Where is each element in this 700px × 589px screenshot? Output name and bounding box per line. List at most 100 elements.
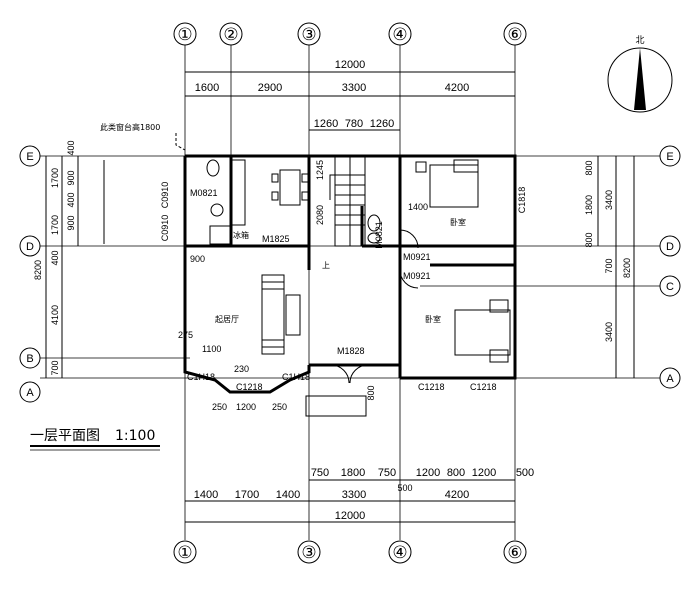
drawing-scale: 1:100 xyxy=(115,428,155,444)
label-c1218c: C1218 xyxy=(470,382,497,392)
dim-bottom-1800: 1800 xyxy=(341,467,365,479)
dim-bottom-500-small: 500 xyxy=(397,483,412,493)
dim-left-4100: 4100 xyxy=(50,305,60,325)
window-sill-note: 此类窗台高1800 xyxy=(100,122,186,151)
right-axis-bubbles: E D C A xyxy=(659,145,681,389)
label-1200: 1200 xyxy=(236,402,256,412)
north-arrow: 北 xyxy=(607,35,673,113)
dim-top-total: 12000 xyxy=(335,59,366,71)
label-250a: 250 xyxy=(212,402,227,412)
bed-upper xyxy=(415,159,479,208)
doors xyxy=(305,229,419,417)
axis-label-left-B: B xyxy=(26,353,33,365)
dim-bottom-500: 500 xyxy=(516,467,534,479)
axis-label-right-D: D xyxy=(666,241,674,253)
label-c1h18a: C1H18 xyxy=(187,372,215,382)
right-dimensions: 800 1800 800 3400 700 3400 8200 xyxy=(584,156,635,378)
stair-up-label: 上 xyxy=(322,261,330,270)
bottom-dimensions: 750 1800 750 1200 800 1200 500 1400 1700… xyxy=(185,467,534,523)
label-m0821: M0821 xyxy=(190,188,218,198)
label-800: 800 xyxy=(366,385,376,400)
dim-left-8200: 8200 xyxy=(33,260,43,280)
axis-label-left-E: E xyxy=(26,151,33,163)
axis-label-top-3: ③ xyxy=(301,25,316,44)
axis-label-left-A: A xyxy=(26,387,34,399)
label-1400: 1400 xyxy=(408,202,428,212)
dim-right-8200: 8200 xyxy=(622,258,632,278)
dim-top-4200: 4200 xyxy=(445,82,469,94)
dim-top-1260b: 1260 xyxy=(370,118,394,130)
kitchen-fixtures: 冰箱 xyxy=(209,159,249,245)
axis-label-bottom-3: ③ xyxy=(301,543,316,562)
label-c1218a: C1218 xyxy=(236,382,263,392)
label-m0921a: M0921 xyxy=(403,252,431,262)
dim-left-1700b: 1700 xyxy=(50,215,60,235)
label-1100: 1100 xyxy=(202,344,221,354)
label-250b: 250 xyxy=(272,402,287,412)
drawing-title-block: 一层平面图 1:100 xyxy=(30,428,160,451)
axis-label-left-D: D xyxy=(26,241,34,253)
drawing-title: 一层平面图 xyxy=(30,428,100,444)
axis-label-top-1: ① xyxy=(177,25,192,44)
dim-right-800b: 800 xyxy=(584,232,594,247)
dim-top-2900: 2900 xyxy=(258,82,282,94)
dim-left-1700a: 1700 xyxy=(50,168,60,188)
label-c0910-a: C0910 xyxy=(160,182,170,209)
label-275: 275 xyxy=(178,330,193,340)
dim-bottom-1200b: 1200 xyxy=(472,467,496,479)
axis-label-top-6: ⑥ xyxy=(507,25,522,44)
dim-bottom-1400b: 1400 xyxy=(276,489,300,501)
dim-left-inner-900b: 900 xyxy=(66,215,76,230)
dim-right-1800: 1800 xyxy=(584,195,594,215)
fridge-label: 冰箱 xyxy=(233,230,249,240)
dim-left-400: 400 xyxy=(50,250,60,265)
label-230: 230 xyxy=(234,364,249,374)
bottom-axis-bubbles: ① ③ ④ ⑥ xyxy=(173,540,527,564)
label-m1828: M1828 xyxy=(337,346,365,356)
dim-right-700: 700 xyxy=(604,258,614,273)
dim-top-3300: 3300 xyxy=(342,82,366,94)
room-living: 起居厅 xyxy=(215,315,239,324)
dim-left-inner-400a: 400 xyxy=(66,140,76,155)
axis-label-right-E: E xyxy=(666,151,673,163)
north-label: 北 xyxy=(635,35,644,45)
label-c1818: C1818 xyxy=(517,187,527,214)
interior-walls xyxy=(185,156,515,378)
axis-label-bottom-6: ⑥ xyxy=(507,543,522,562)
dim-bottom-750a: 750 xyxy=(311,467,329,479)
axis-label-bottom-4: ④ xyxy=(392,543,407,562)
dim-right-3400a: 3400 xyxy=(604,190,614,210)
label-c0910-b: C0910 xyxy=(160,215,170,242)
dim-bottom-1400a: 1400 xyxy=(194,489,218,501)
top-dimensions: 12000 1600 2900 3300 4200 1260 780 1260 xyxy=(185,59,515,131)
dining-table xyxy=(271,169,309,206)
label-c1218b: C1218 xyxy=(418,382,445,392)
window-note-text: 此类窗台高1800 xyxy=(100,122,160,132)
axis-label-top-4: ④ xyxy=(392,25,407,44)
bed-lower xyxy=(454,299,511,363)
component-labels: C0910 C0910 M0821 M1825 M0821 M0921 M092… xyxy=(160,160,527,412)
axis-label-bottom-1: ① xyxy=(177,543,192,562)
axis-label-right-C: C xyxy=(666,281,674,293)
sofa-set xyxy=(261,274,301,355)
dim-left-inner-400b: 400 xyxy=(66,192,76,207)
room-bedroom-1: 卧室 xyxy=(450,217,466,227)
label-m0821b: M0821 xyxy=(374,221,384,249)
dim-bottom-1700: 1700 xyxy=(235,489,259,501)
dim-top-1260a: 1260 xyxy=(314,118,338,130)
label-m1825: M1825 xyxy=(262,234,290,244)
dim-left-700: 700 xyxy=(50,360,60,375)
room-bedroom-2: 卧室 xyxy=(425,314,441,324)
dim-top-780: 780 xyxy=(345,118,363,130)
left-axis-bubbles: E D B A xyxy=(19,145,41,403)
label-2080: 2080 xyxy=(315,205,325,225)
dim-top-1600: 1600 xyxy=(195,82,219,94)
dim-bottom-1200a: 1200 xyxy=(416,467,440,479)
staircase xyxy=(329,155,366,247)
dim-bottom-3300: 3300 xyxy=(342,489,366,501)
dim-bottom-750b: 750 xyxy=(378,467,396,479)
dim-right-3400b: 3400 xyxy=(604,322,614,342)
label-1245: 1245 xyxy=(315,160,325,180)
